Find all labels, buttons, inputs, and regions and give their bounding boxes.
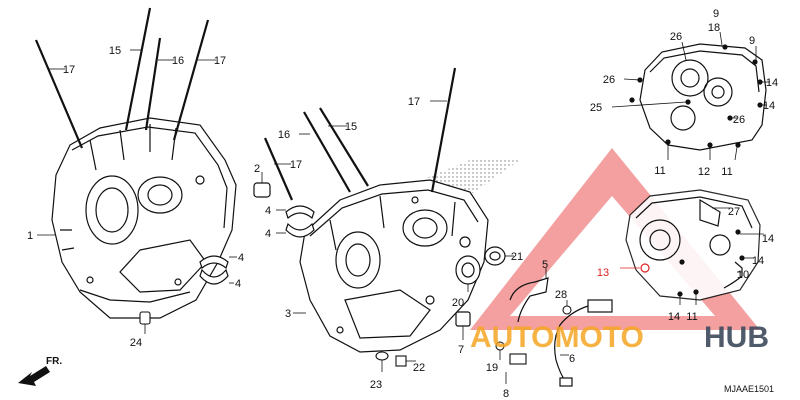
bolt-28 [562,300,572,315]
callout-28-c28: 28 [555,289,567,301]
callout-22-c22: 22 [413,362,425,374]
right-side-cover [629,43,767,151]
callout-4-c4d: 4 [265,228,271,240]
watermark-word-1: AUTOMOTO [470,321,644,354]
drawing-code: MJAAE1501 [724,384,774,394]
callout-12-c12: 12 [698,166,710,178]
callout-11-c11b: 11 [721,166,732,178]
callout-18-c18: 18 [708,22,720,34]
dowel-pin-24 [139,311,151,334]
callout-9-c9b: 9 [749,35,755,47]
callout-25-c25: 25 [590,102,602,114]
callout-27-c27: 27 [728,206,740,218]
bearing-21 [484,246,514,266]
stud-bolts-left [34,7,210,149]
front-direction-arrow: FR. [18,356,62,386]
callout-14-c14b: 14 [763,100,775,112]
callout-2-c2: 2 [254,163,260,175]
generator-cover [625,189,761,301]
left-crankcase [51,117,237,319]
callout-26-c26a: 26 [670,31,682,43]
stud-leaders-right [274,100,447,165]
oil-seal-20 [455,255,481,292]
watermark-word-2: HUB [704,321,769,354]
callout-8-c8: 8 [503,388,509,400]
front-direction-label: FR. [46,356,62,367]
callout-1-c1: 1 [27,230,33,242]
filter-7 [455,311,471,340]
watermark-triangle [470,148,760,330]
right-cover-leaders [611,31,770,161]
bearing-shells-right [276,205,315,238]
bearing-shells-left [199,255,237,285]
callout-4-c4c: 4 [265,205,271,217]
bolt-22 [395,355,416,367]
callout-7-c7: 7 [458,344,464,356]
washer-23 [375,351,389,372]
callout-4-c4b: 4 [235,278,241,290]
watermark-logo: AUTOMOTO HUB [470,321,769,354]
callout-23-c23: 23 [370,379,382,391]
callout-14-c14c: 14 [762,233,774,245]
collar-2 [253,172,271,198]
callout-16-c16b: 16 [278,129,290,141]
generator-cover-leaders [620,207,764,305]
callout-19-c19: 19 [486,362,498,374]
callout-5-c5: 5 [542,259,548,271]
callout-17-c17b: 17 [214,55,226,67]
callout-26-c26c: 26 [733,114,745,126]
callout-24-c24: 24 [130,337,142,349]
callout-20-c20: 20 [452,297,464,309]
callout-6-c6: 6 [569,353,575,365]
callout-15-c15b: 15 [345,121,357,133]
switch-8 [495,341,527,384]
callout-13-c13: 13 [597,267,609,279]
callout-14-c14a: 14 [766,77,778,89]
sensor-bracket-5 [509,268,549,323]
callout-17-c17d: 17 [408,96,420,108]
callout-17-c17c: 17 [290,159,302,171]
sensor-harness-6 [554,299,613,387]
callout-15-c15a: 15 [109,45,121,57]
callout-21-c21: 21 [511,251,523,263]
callout-10-c10: 10 [737,269,749,281]
callout-3-c3: 3 [285,308,291,320]
callout-9-c9a: 9 [713,8,719,20]
stud-bolts-right [263,67,457,201]
callout-4-c4a: 4 [238,252,244,264]
right-crankcase [293,179,489,353]
callout-26-c26b: 26 [603,74,615,86]
callout-16-c16a: 16 [172,55,184,67]
callout-14-c14d: 14 [752,255,764,267]
callout-14-c14e: 14 [668,311,680,323]
callout-11-c11a: 11 [654,165,665,177]
callout-17-c17a: 17 [63,64,75,76]
callout-11-c11c: 11 [686,311,697,323]
stud-leaders-left [37,49,216,236]
